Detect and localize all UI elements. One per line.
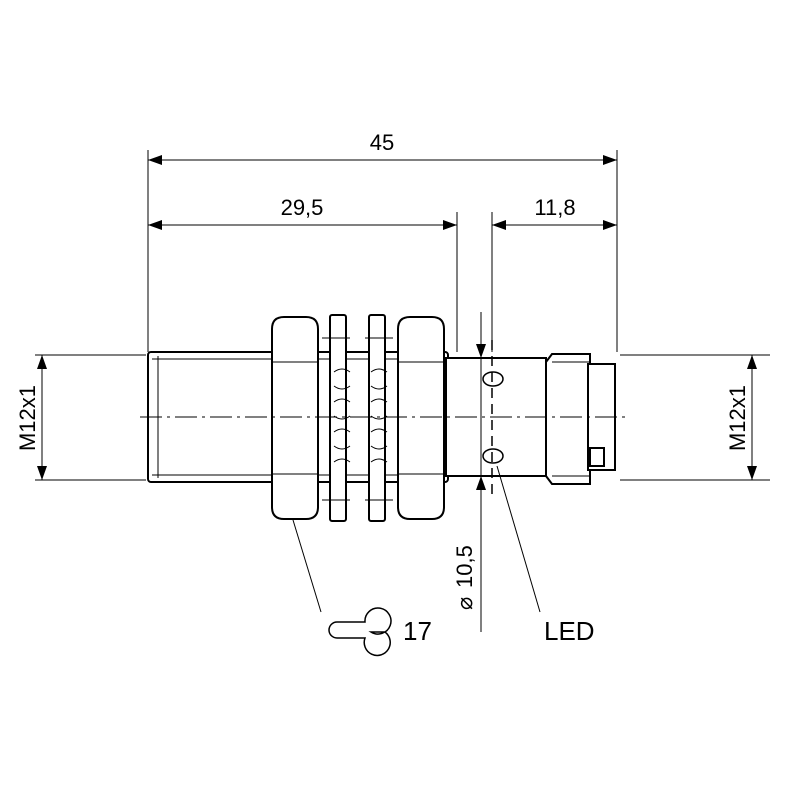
dimension-thread-length-label: 29,5 [281, 195, 324, 220]
dimension-thread-right-label: M12x1 [725, 385, 750, 451]
dimension-diameter-label: 10,5 [452, 545, 477, 588]
dimension-thread-left-label: M12x1 [15, 385, 40, 451]
thread-crests [333, 368, 388, 463]
wrench-leader [292, 519, 322, 613]
dimension-connector-length-label: 11,8 [534, 195, 575, 220]
connector [545, 353, 616, 485]
dimension-overall-label: 45 [370, 130, 394, 155]
hex-nut-left [271, 316, 319, 520]
led-label: LED [544, 616, 595, 646]
wrench-icon [328, 607, 392, 657]
dimension-diameter-symbol: ⌀ [452, 597, 477, 610]
dimension-thread-right: M12x1 [725, 355, 757, 480]
washer-right [365, 314, 393, 522]
dimension-thread-left: M12x1 [15, 355, 47, 480]
wrench-size-label: 17 [403, 616, 432, 646]
dimension-overall: 45 [148, 130, 617, 165]
hex-nut-right [397, 316, 445, 520]
dimension-connector-length: 11,8 [492, 195, 617, 230]
dimension-thread-length: 29,5 [148, 195, 457, 230]
led-leader [496, 465, 541, 613]
led-window [482, 371, 504, 464]
dimension-diameter: ⌀ 10,5 [452, 312, 486, 632]
extension-lines [35, 150, 770, 481]
